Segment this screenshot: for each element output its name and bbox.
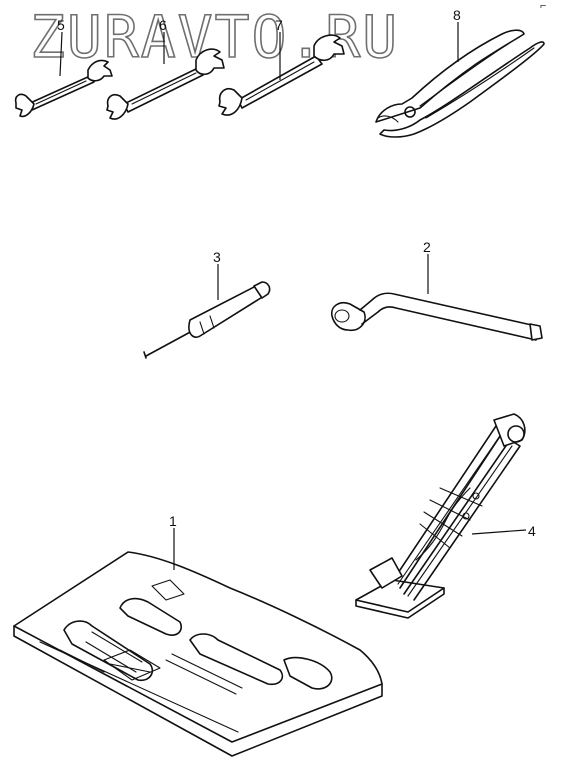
- open-end-wrench-small-icon: [14, 59, 113, 118]
- open-end-wrench-large-icon: [218, 34, 345, 116]
- leader-line-5: [59, 31, 63, 77]
- scissor-jack-icon: [355, 413, 526, 619]
- callout-2: 2: [423, 239, 431, 255]
- tool-tray-icon: [13, 551, 383, 757]
- lug-wrench-icon: [330, 292, 543, 341]
- callout-1: 1: [169, 513, 177, 529]
- callout-7: 7: [275, 17, 283, 33]
- callout-5: 5: [57, 17, 65, 33]
- leader-lines: [59, 22, 527, 570]
- screwdriver-icon: [143, 281, 271, 359]
- callout-3: 3: [213, 249, 221, 265]
- corner-mark: ⌐: [540, 0, 547, 12]
- leader-line-4: [471, 529, 527, 535]
- callout-4: 4: [528, 523, 536, 539]
- open-end-wrench-medium-icon: [106, 48, 225, 120]
- callout-8: 8: [453, 7, 461, 23]
- callout-6: 6: [159, 17, 167, 33]
- pliers-icon: [375, 29, 545, 138]
